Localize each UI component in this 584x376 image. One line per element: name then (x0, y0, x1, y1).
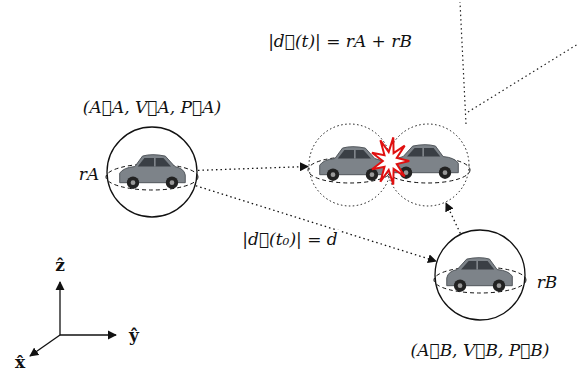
car-wheel (127, 177, 139, 189)
axis-label: ŷ (129, 326, 139, 345)
state-label: |d⃗(t)| = rA + rB (268, 32, 412, 51)
node-outline (308, 123, 470, 207)
trajectory-line (468, 44, 578, 112)
collision-star (372, 137, 409, 184)
state-label: (A⃗B, V⃗B, P⃗B) (411, 341, 550, 360)
axis-label: x̂ (15, 353, 25, 372)
collision-star (372, 137, 409, 184)
car-pillar (422, 148, 423, 157)
trajectory-line (460, 2, 466, 124)
node-outline (435, 230, 525, 320)
distance-label: |d⃗(t₀)| = d (240, 230, 339, 249)
node-outline (107, 127, 197, 217)
safety-circle (435, 230, 525, 320)
car-pillar (154, 158, 155, 167)
trajectory-arrow (446, 203, 460, 233)
car-drawing (320, 147, 386, 181)
vehicle-circle: (A⃗A, V⃗A, P⃗A)rA (107, 127, 197, 217)
car-hub (443, 170, 448, 175)
car-wheel (493, 280, 505, 292)
car-wheel (439, 167, 451, 179)
trajectory-arrow (196, 186, 436, 261)
car-window (338, 150, 371, 159)
state-label: rB (537, 273, 558, 292)
car-hub (370, 172, 375, 177)
car-wheel (366, 169, 378, 181)
car-hub (331, 172, 336, 177)
car-window (138, 158, 171, 167)
axes (30, 282, 116, 356)
car-window (461, 261, 494, 270)
car-wheel (454, 280, 466, 292)
car-wheel (166, 177, 178, 189)
car-wheel (327, 169, 339, 181)
car-window (407, 148, 440, 157)
axis-label: ẑ (55, 256, 65, 275)
state-label: (A⃗A, V⃗A, P⃗A) (83, 98, 221, 117)
car-drawing (447, 258, 513, 292)
state-label: rA (79, 165, 99, 184)
car-hub (458, 283, 463, 288)
vehicle-circle: rB(A⃗B, V⃗B, P⃗B) (435, 230, 525, 320)
safety-circle (107, 127, 197, 217)
car-drawing (120, 155, 186, 189)
car-hub (170, 180, 175, 185)
car-pillar (354, 150, 355, 159)
car-hub (497, 283, 502, 288)
car-pillar (476, 261, 477, 270)
collision-zone: |d⃗(t)| = rA + rB (308, 123, 470, 207)
trajectory-arrow (198, 166, 308, 170)
car-hub (131, 180, 136, 185)
safety-circle (387, 124, 469, 206)
